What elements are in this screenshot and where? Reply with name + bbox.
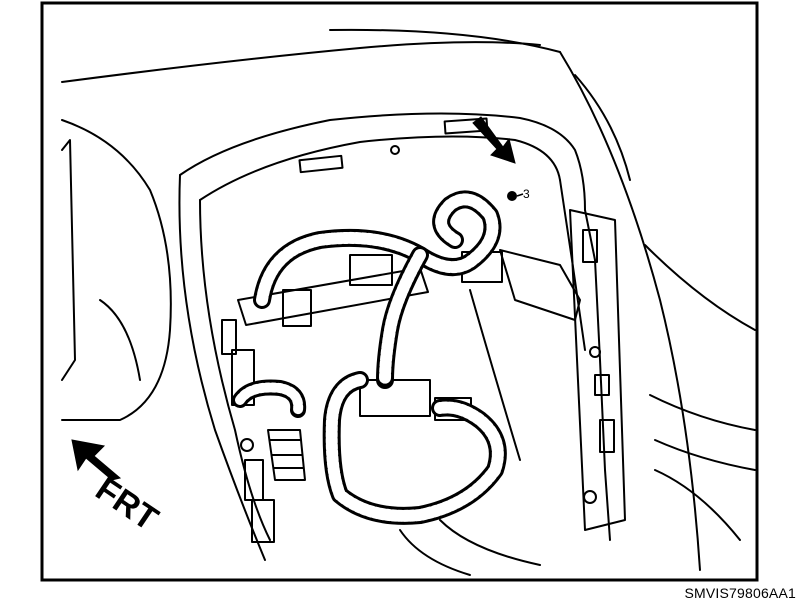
door-window-outline: [61, 119, 172, 421]
left-clip-slot-1: [221, 319, 237, 355]
callout-number: 3: [523, 187, 530, 201]
inner-panel-right: [584, 209, 611, 541]
door-panel-line: [99, 299, 141, 381]
upper-connector: [349, 254, 393, 286]
figure-code: SMVIS79806AA1: [684, 585, 796, 601]
floor-line-2: [439, 519, 541, 566]
rear-panel-line: [469, 289, 521, 461]
trim-screw-2: [583, 490, 597, 504]
lower-connector-ribs: [269, 439, 304, 469]
trim-clip-slot-3: [599, 419, 615, 453]
door-pillar: [61, 139, 76, 381]
trim-clip-slot-1: [582, 229, 598, 263]
pillar-trim: [569, 209, 626, 531]
fender-line-3: [654, 439, 756, 471]
fender-line-4: [654, 469, 741, 541]
top-clip-hole: [390, 145, 400, 155]
body-contour-upper: [329, 28, 561, 53]
top-clip-slot-1: [298, 154, 344, 174]
harness-upper-corrugation: [256, 193, 499, 306]
retaining-bolt: [507, 191, 517, 201]
front-direction-arrow: [71, 439, 122, 481]
body-contour-top: [61, 41, 541, 83]
inner-panel-left: [178, 174, 266, 561]
harness-mounting-rail: [237, 267, 429, 326]
removal-direction-arrow: [472, 116, 516, 164]
inner-panel-left-inner: [199, 199, 271, 541]
trim-bracket: [499, 249, 581, 321]
harness-lower-left-stub-corrugation: [235, 382, 304, 415]
main-connector-block: [359, 379, 431, 417]
quarter-outer-edge: [559, 51, 701, 571]
inner-panel-top: [179, 112, 586, 211]
fender-line-1: [644, 244, 756, 331]
inner-panel-top-inner: [199, 135, 561, 201]
left-screw: [240, 438, 254, 452]
harness-lower-loop-corrugation: [325, 374, 504, 522]
rail-clip-left: [282, 289, 312, 327]
floor-line-1: [399, 529, 471, 576]
trim-clip-slot-2: [594, 374, 610, 396]
quarter-inner-edge: [574, 74, 631, 181]
figure-frame: [40, 1, 759, 582]
lower-connector-body: [267, 429, 306, 481]
left-trim-foot: [251, 499, 275, 543]
harness-drop-corrugation: [379, 249, 426, 386]
fender-line-2: [649, 394, 756, 431]
callout-leader: [516, 193, 524, 197]
trim-screw-1: [589, 346, 601, 358]
